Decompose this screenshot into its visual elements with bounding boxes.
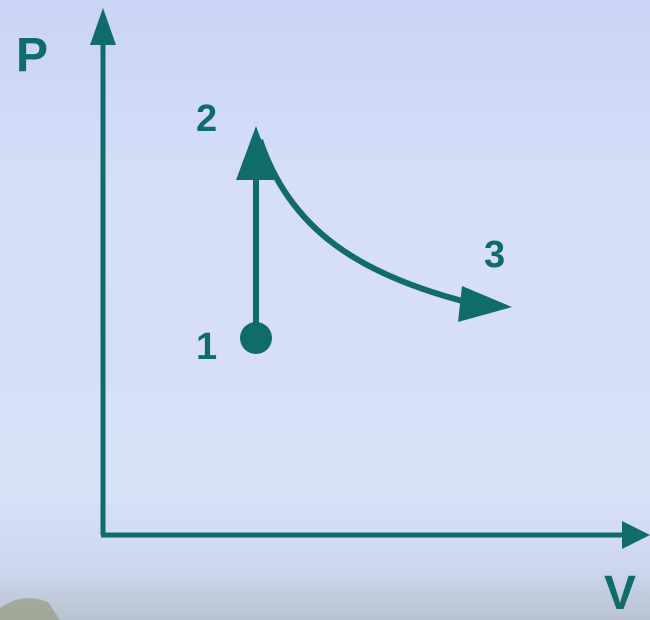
point-label-2: 2 [196, 100, 217, 138]
x-axis-arrowhead [622, 521, 650, 549]
process-2-3-arrowhead [458, 286, 512, 322]
process-2-3-curve [260, 140, 470, 303]
point-label-1: 1 [196, 328, 217, 366]
point-label-3: 3 [484, 236, 505, 274]
y-axis-label: P [16, 32, 48, 80]
x-axis-label: V [604, 570, 636, 618]
y-axis-arrowhead [90, 8, 116, 45]
decorative-corner [0, 590, 60, 620]
state-point-1 [240, 322, 272, 354]
